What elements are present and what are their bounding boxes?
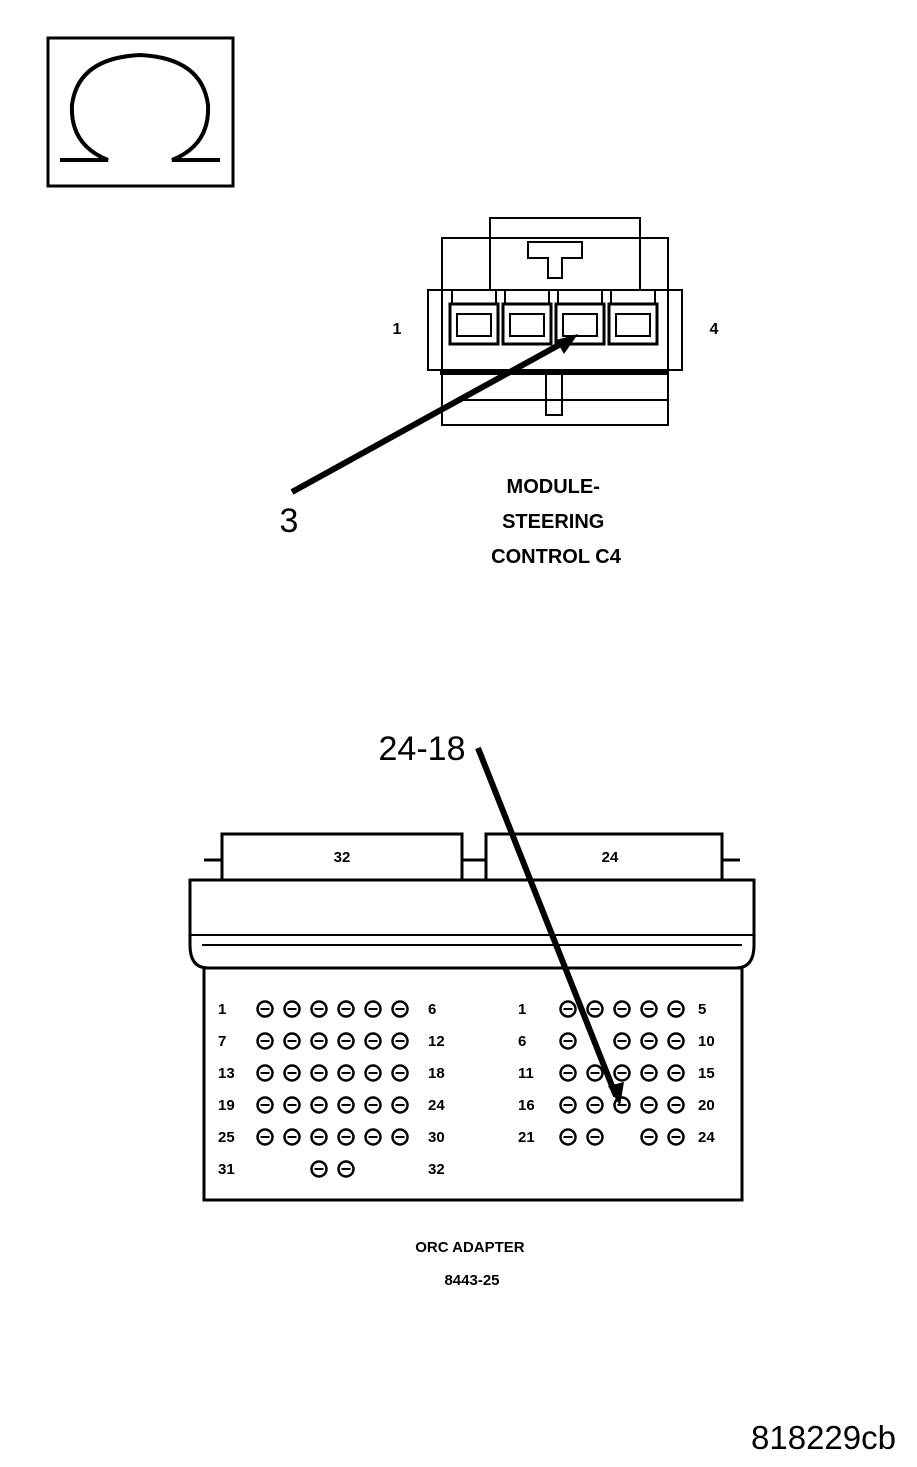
left-row-start: 19 (218, 1097, 235, 1114)
callout-24-18: 24-18 (379, 730, 624, 1106)
module-pin-4-label: 4 (710, 321, 719, 338)
left-row-start: 13 (218, 1065, 235, 1082)
left-row-end: 32 (428, 1161, 445, 1178)
right-row-end: 15 (698, 1065, 715, 1082)
orc-tab-right (484, 832, 724, 882)
orc-label-line-1: ORC ADAPTER (415, 1239, 525, 1256)
left-row-end: 12 (428, 1033, 445, 1050)
right-row-start: 1 (518, 1001, 526, 1018)
left-block-row-start-numbers: 1 7 13 19 25 31 (218, 1001, 235, 1178)
left-row-start: 7 (218, 1033, 226, 1050)
right-row-end: 5 (698, 1001, 706, 1018)
left-pin-grid (256, 1000, 409, 1178)
module-pin-1-label: 1 (393, 321, 402, 338)
module-label-line-1: MODULE- (507, 476, 600, 498)
left-row-end: 6 (428, 1001, 436, 1018)
left-row-end: 30 (428, 1129, 445, 1146)
module-connector-label: MODULE- STEERING CONTROL C4 (491, 476, 622, 568)
module-connector: 1 4 MODULE- STEERING CONTROL C4 (393, 217, 719, 568)
right-block-row-start-numbers: 1 6 11 16 21 (518, 1001, 535, 1146)
orc-adapter: 32 24 1 7 13 19 25 31 6 12 18 24 30 32 1… (188, 832, 756, 1289)
connector-cavities (448, 289, 659, 346)
left-row-end: 24 (428, 1097, 445, 1114)
right-row-end: 10 (698, 1033, 715, 1050)
callout-3-label: 3 (280, 502, 299, 540)
left-row-start: 25 (218, 1129, 235, 1146)
right-row-start: 21 (518, 1129, 535, 1146)
module-label-line-2: STEERING (502, 511, 604, 533)
orc-tab-right-label: 24 (602, 849, 619, 866)
right-row-end: 24 (698, 1129, 715, 1146)
right-block-row-end-numbers: 5 10 15 20 24 (698, 1001, 715, 1146)
right-row-start: 16 (518, 1097, 535, 1114)
right-row-start: 11 (518, 1065, 534, 1082)
callout-24-18-label: 24-18 (379, 730, 466, 768)
orc-tab-left-label: 32 (334, 849, 351, 866)
orc-label-line-2: 8443-25 (444, 1272, 499, 1289)
right-pin-grid (559, 1000, 685, 1146)
left-block-row-end-numbers: 6 12 18 24 30 32 (428, 1001, 445, 1178)
right-row-start: 6 (518, 1033, 526, 1050)
omega-icon (60, 52, 220, 162)
orc-adapter-label: ORC ADAPTER 8443-25 (415, 1239, 529, 1289)
module-label-line-3: CONTROL C4 (491, 546, 622, 568)
left-row-start: 31 (218, 1161, 235, 1178)
left-row-end: 18 (428, 1065, 445, 1082)
left-row-start: 1 (218, 1001, 226, 1018)
right-row-end: 20 (698, 1097, 715, 1114)
callout-3: 3 (280, 334, 578, 540)
ohmmeter-symbol (46, 36, 235, 188)
figure-id: 818229cb (751, 1419, 896, 1456)
